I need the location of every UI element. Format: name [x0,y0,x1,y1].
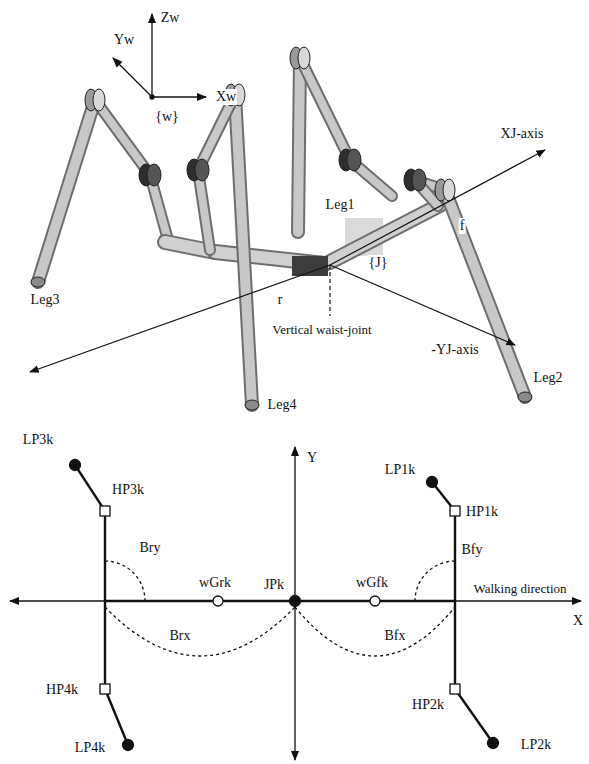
leg-label: Leg4 [267,397,298,413]
angle-arc [105,561,145,601]
leg-tube [235,95,252,405]
hip-tube [198,170,210,250]
hip-square [450,506,460,516]
length-arc [105,607,295,656]
frame-label: {J} [368,255,389,271]
angle-label: Bry [139,540,162,556]
body-tube [330,205,440,262]
leg-tube [445,190,525,397]
robot-body [38,58,525,405]
joint-dot [290,596,301,607]
joint-disc [147,164,161,186]
foot-dot [70,460,81,471]
point-label: JPk [263,577,285,593]
axis-line [151,14,152,97]
point-label: HP1k [465,504,499,520]
length-label: Brx [169,628,192,644]
angle-arc [415,561,455,601]
part-label: r [277,292,284,308]
axis-line [152,96,206,97]
leg-label: Leg2 [533,370,564,386]
schematic [10,447,581,760]
point-label: LP4k [74,740,106,756]
waist-joint-block [292,256,328,276]
length-label: Bfx [384,628,407,644]
axis-line [330,150,545,265]
axis-line [113,58,152,97]
leg-tube [445,190,525,397]
point-label: HP2k [411,697,445,713]
point-label: HP3k [111,482,145,498]
leg-line [75,465,105,511]
foot [31,277,45,287]
joint-disc [443,179,455,201]
cog-circle [213,596,223,606]
leg-tube [38,100,95,282]
leg-line [105,689,128,745]
part-label: f [459,218,466,234]
hip-square [100,506,110,516]
axis-label: Y [306,450,318,466]
joint-frame [30,150,545,372]
angle-label: Bfy [461,542,484,558]
joint-disc [195,159,209,181]
foot [518,392,532,402]
axis-label: X [572,613,584,629]
hip-square [100,684,110,694]
point-label: HP4k [45,682,79,698]
point-label: LP2k [520,737,552,753]
leg-tube [38,100,95,282]
thigh-tube [95,100,150,175]
thigh-tube [300,58,350,160]
schematic-points [70,460,499,751]
foot [245,400,259,410]
foot-dot [488,738,499,749]
leg-tube [235,95,252,405]
joint-disc [412,169,426,191]
hip-square [450,684,460,694]
point-label: wGfk [355,575,389,591]
part-label: Vertical waist-joint [271,322,372,338]
cog-circle [370,596,380,606]
direction-label: Walking direction [472,581,567,597]
world-frame [113,14,206,99]
joint-discs [31,47,532,410]
hip-tube [198,170,210,250]
joint-disc [298,47,310,69]
thigh-tube [300,58,350,160]
waist-axis [329,265,330,316]
axis-label: Zw [160,10,181,26]
axis-label: XJ-axis [500,126,545,142]
foot-dot [427,477,438,488]
body-line [105,600,455,602]
length-arc [295,607,455,656]
frame-label: {w} [154,109,180,125]
point-label: LP1k [384,462,416,478]
point-label: LP3k [22,432,54,448]
axis-label: Xw [215,89,237,105]
axis-label: -YJ-axis [430,342,479,358]
joint-disc [347,149,361,171]
axis-line [30,265,330,372]
joint-disc [93,89,105,111]
origin-dot [150,95,154,99]
point-label: wGrk [198,575,232,591]
leg-tube [298,58,300,232]
leg-label: Leg3 [30,292,61,308]
thigh-tube [95,100,150,175]
leg-label: Leg1 [325,197,356,213]
axis-label: Yw [113,32,135,48]
leg-tube [298,58,300,232]
body-tube [330,205,440,262]
foot-dot [123,740,134,751]
leg-line [455,689,493,743]
